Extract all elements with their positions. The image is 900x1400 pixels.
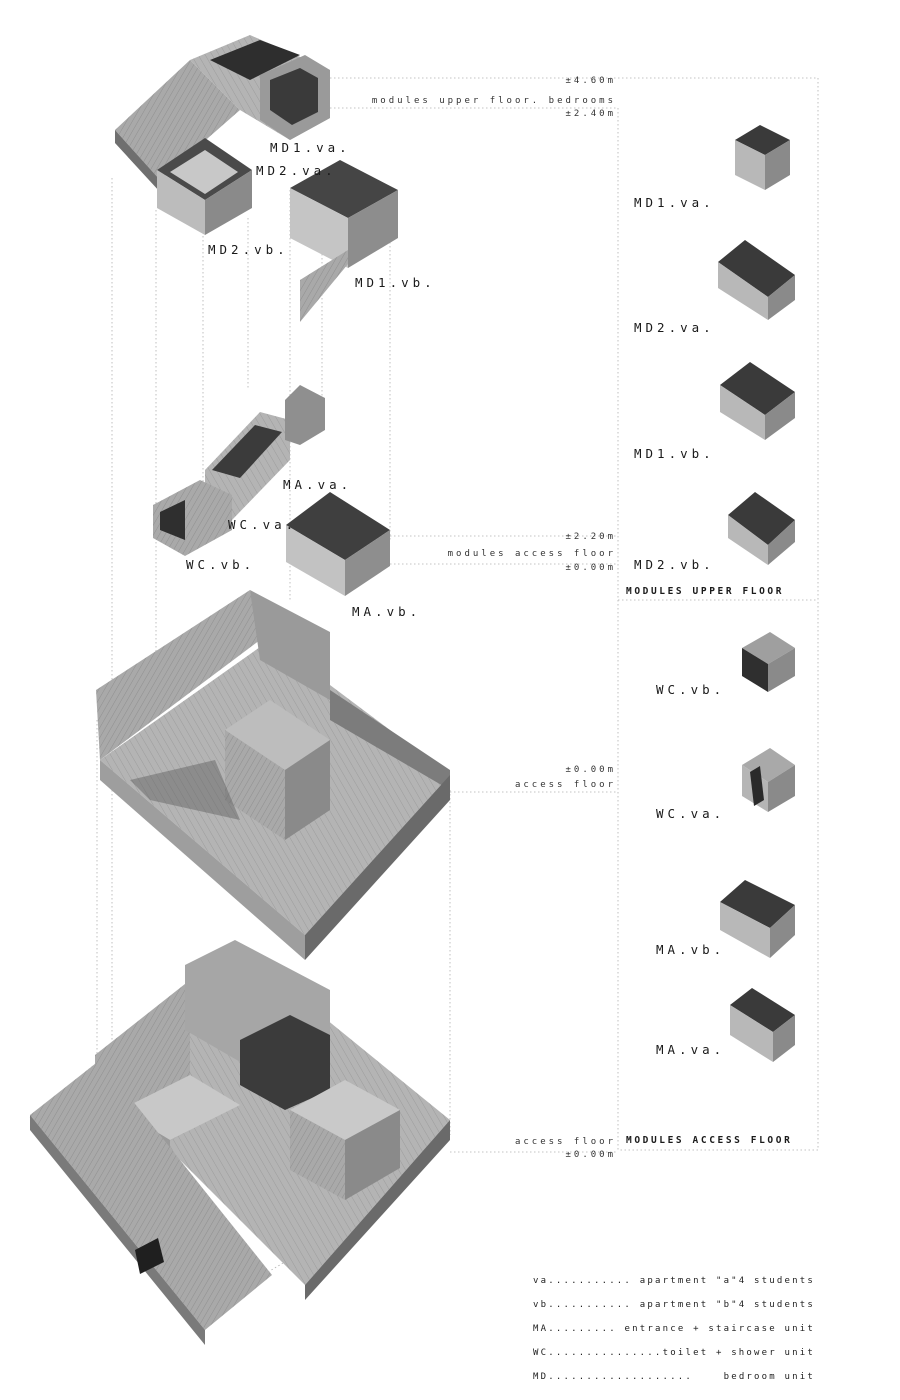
- thumb-md2-vb: [728, 492, 795, 565]
- label-md1-vb: MD1.vb.: [355, 275, 436, 290]
- panel-upper-item-3: MD1.vb.: [634, 446, 715, 461]
- legend-text: entrance + staircase unit: [624, 1324, 815, 1334]
- thumb-md1-va: [735, 125, 790, 190]
- legend-code: MD...................: [533, 1372, 693, 1396]
- legend-code: MA.........: [533, 1324, 617, 1348]
- thumb-md2-va: [718, 240, 795, 320]
- legend-code: va...........: [533, 1276, 632, 1300]
- legend-row: MA......... entrance + staircase unit: [533, 1324, 815, 1348]
- label-ma-va: MA.va.: [283, 477, 353, 492]
- level-access-mod-name: modules access floor: [447, 549, 616, 559]
- legend-code-text: MA.: [533, 1324, 556, 1334]
- legend-text: apartment "b"4 students: [639, 1300, 815, 1310]
- panel-access-item-1: WC.vb.: [656, 682, 726, 697]
- level-bottom-floor-name: access floor: [514, 1137, 616, 1147]
- legend-row: MD................... bedroom unit: [533, 1372, 815, 1396]
- label-wc-va: WC.va.: [228, 517, 298, 532]
- legend-dots: ..............: [555, 1348, 663, 1358]
- legend-dots: ..................: [555, 1372, 693, 1382]
- legend-dots: ..........: [555, 1300, 633, 1310]
- legend-dots: ........: [555, 1324, 617, 1334]
- panel-access-item-3: MA.vb.: [656, 942, 726, 957]
- label-md2-vb: MD2.vb.: [208, 242, 289, 257]
- thumb-md1-vb: [720, 362, 795, 440]
- panel-upper-item-4: MD2.vb.: [634, 557, 715, 572]
- label-md2-va: MD2.va.: [256, 163, 337, 178]
- thumb-wc-va: [742, 748, 795, 812]
- panel-upper-item-1: MD1.va.: [634, 195, 715, 210]
- legend: va........... apartment "a"4 students vb…: [533, 1276, 815, 1396]
- upper-thumbnails: [718, 125, 795, 565]
- level-access-mod-top: ±2.20m: [565, 532, 616, 542]
- panel-access-title: MODULES ACCESS FLOOR: [626, 1135, 793, 1146]
- thumb-ma-vb: [720, 880, 795, 958]
- access-thumbnails: [720, 632, 795, 1062]
- panel-upper-item-2: MD2.va.: [634, 320, 715, 335]
- label-ma-vb: MA.vb.: [352, 604, 422, 619]
- level-upper-name: modules upper floor. bedrooms: [371, 96, 616, 106]
- legend-text: bedroom unit: [723, 1372, 815, 1382]
- thumb-ma-va: [730, 988, 795, 1062]
- legend-code-text: vb.: [533, 1300, 556, 1310]
- access-modules-cluster: [153, 385, 390, 596]
- panel-access-item-2: WC.va.: [656, 806, 726, 821]
- level-bottom-floor: ±0.00m: [565, 1150, 616, 1160]
- label-md1-va: MD1.va.: [270, 140, 351, 155]
- legend-row: WC............... toilet + shower unit: [533, 1348, 815, 1372]
- upper-modules-cluster: [115, 35, 398, 322]
- access-floor-slab: [96, 590, 450, 960]
- level-access-floor-name: access floor: [514, 780, 616, 790]
- legend-code-text: va.: [533, 1276, 556, 1286]
- legend-row: vb........... apartment "b"4 students: [533, 1300, 815, 1324]
- panel-access-item-4: MA.va.: [656, 1042, 726, 1057]
- legend-row: va........... apartment "a"4 students: [533, 1276, 815, 1300]
- legend-code-text: WC.: [533, 1348, 556, 1358]
- legend-code: WC...............: [533, 1348, 663, 1372]
- level-upper-base: ±2.40m: [565, 109, 616, 119]
- level-access-mod-base: ±0.00m: [565, 563, 616, 573]
- label-wc-vb: WC.vb.: [186, 557, 256, 572]
- level-upper-top: ±4.60m: [565, 76, 616, 86]
- legend-text: toilet + shower unit: [662, 1348, 815, 1358]
- legend-code-text: MD.: [533, 1372, 556, 1382]
- thumb-wc-vb: [742, 632, 795, 692]
- assembled-building: [30, 940, 450, 1345]
- legend-text: apartment "a"4 students: [639, 1276, 815, 1286]
- legend-code: vb...........: [533, 1300, 632, 1324]
- legend-dots: ..........: [555, 1276, 633, 1286]
- level-access-floor: ±0.00m: [565, 765, 616, 775]
- panel-upper-title: MODULES UPPER FLOOR: [626, 586, 785, 597]
